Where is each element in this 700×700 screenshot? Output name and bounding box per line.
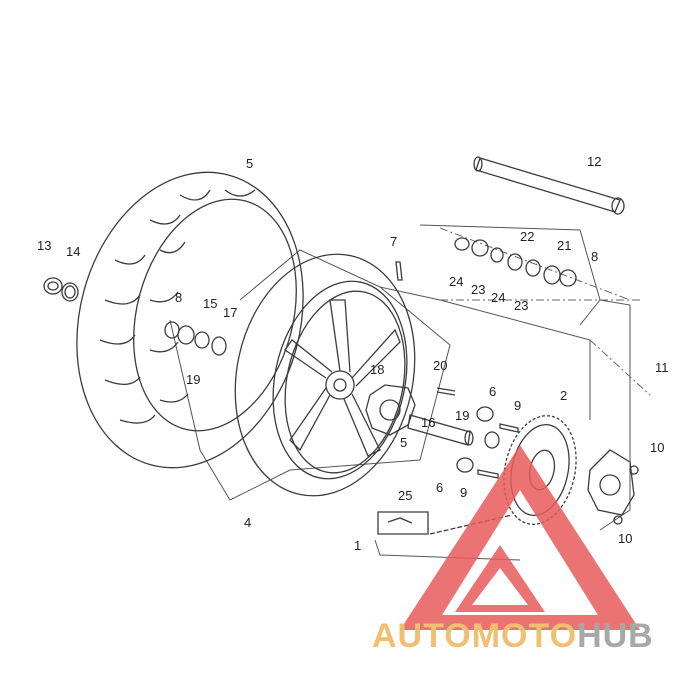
tyre-part — [76, 171, 304, 469]
callout-10b: 10 — [618, 531, 632, 546]
watermark-brand-part1: AUTOMOTO — [372, 617, 577, 655]
spacer-part — [407, 414, 474, 446]
callout-23a: 23 — [471, 282, 485, 297]
callout-16: 16 — [421, 415, 435, 430]
callout-11: 11 — [655, 360, 669, 375]
callout-6b: 6 — [436, 480, 443, 495]
watermark-triangle-inner — [455, 545, 545, 612]
callout-4: 5 — [400, 435, 407, 450]
callout-22: 22 — [520, 229, 534, 244]
callout-24b: 24 — [491, 290, 505, 305]
axle-part — [473, 156, 625, 215]
callout-17: 17 — [223, 305, 237, 320]
bearings-seals — [43, 237, 577, 473]
callout-12: 12 — [587, 154, 601, 169]
callout-3: 4 — [244, 515, 251, 530]
callout-5: 5 — [246, 156, 253, 171]
callout-1: 1 — [354, 538, 361, 553]
callout-labels: 5 12 13 14 7 22 21 8 24 23 24 23 8 15 17… — [37, 154, 669, 553]
callout-7: 7 — [390, 234, 397, 249]
callout-24a: 24 — [449, 274, 463, 289]
callout-18: 18 — [370, 362, 384, 377]
callout-14: 14 — [66, 244, 80, 259]
callout-15: 15 — [203, 296, 217, 311]
watermark: AUTOMOTOHUB — [372, 445, 654, 655]
callout-9a: 9 — [514, 398, 521, 413]
callout-13: 13 — [37, 238, 51, 253]
callout-25: 25 — [398, 488, 412, 503]
callout-19a: 19 — [186, 372, 200, 387]
watermark-brand: AUTOMOTOHUB — [372, 617, 654, 655]
watermark-triangle — [400, 445, 640, 630]
callout-9b: 9 — [460, 485, 467, 500]
watermark-brand-part2: HUB — [577, 617, 654, 655]
callout-19b: 19 — [455, 408, 469, 423]
callout-23b: 23 — [514, 298, 528, 313]
callout-21: 21 — [557, 238, 571, 253]
callout-10a: 10 — [650, 440, 664, 455]
callout-8b: 8 — [591, 249, 598, 264]
callout-20: 20 — [433, 358, 447, 373]
sprocket-flange-part — [587, 449, 639, 525]
bolts-parts — [395, 261, 519, 479]
wheel-rim-part — [234, 253, 416, 497]
callout-6a: 6 — [489, 384, 496, 399]
leader-lines — [169, 224, 651, 561]
callout-2: 2 — [560, 388, 567, 403]
callout-8a: 8 — [175, 290, 182, 305]
